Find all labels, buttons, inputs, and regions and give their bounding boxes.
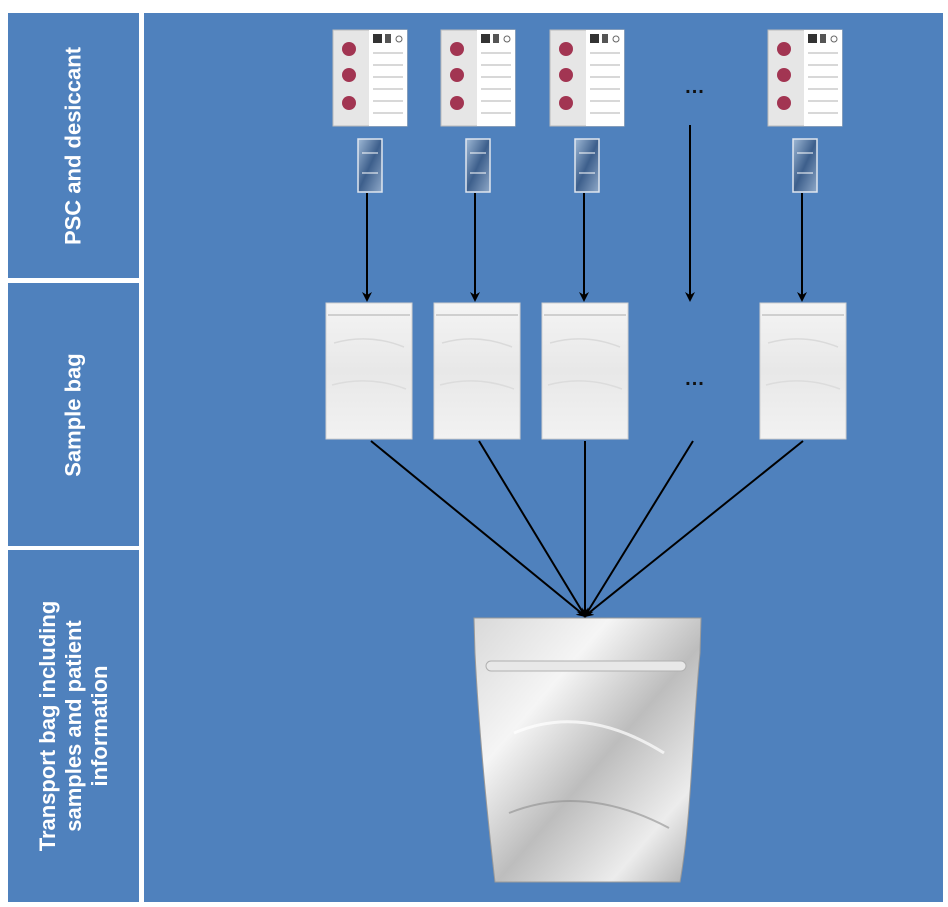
barcode-mark — [590, 34, 599, 43]
pouch-body — [473, 617, 702, 883]
card-label-area — [586, 30, 624, 126]
card-label-area — [477, 30, 515, 126]
blood-spot — [559, 42, 573, 56]
barcode-mark — [373, 34, 382, 43]
transport-bag-group — [473, 617, 702, 883]
card-label-area — [369, 30, 407, 126]
blood-spot — [777, 96, 791, 110]
bag-crease — [441, 338, 513, 348]
psc-row-label-panel: PSC and desiccant — [8, 13, 139, 278]
desiccant-group — [357, 138, 818, 193]
blood-spot — [777, 42, 791, 56]
desiccant-packet-icon — [357, 138, 383, 193]
desiccant-packet-icon — [792, 138, 818, 193]
blood-spot — [450, 96, 464, 110]
logo-mark — [503, 35, 511, 43]
diagram-panel: ... ... — [144, 13, 943, 902]
sample-bag-row-label: Sample bag — [60, 352, 86, 477]
blood-spot — [342, 68, 356, 82]
converging-arrow — [478, 440, 587, 618]
logo-mark — [830, 35, 838, 43]
bag-crease — [765, 380, 841, 390]
sample-card-icon — [767, 29, 843, 127]
transport-bag-row-label-panel: Transport bag including samples and pati… — [8, 550, 139, 902]
zip-bag-icon — [541, 302, 629, 440]
pouch-shadow — [508, 800, 670, 829]
bag-crease — [549, 338, 621, 348]
logo-mark — [612, 35, 620, 43]
zip-bag-icon — [433, 302, 521, 440]
barcode-mark — [385, 34, 391, 43]
bag-body — [541, 302, 629, 440]
barcode-mark — [808, 34, 817, 43]
sample-card-icon — [549, 29, 625, 127]
sample-bags-group — [325, 302, 847, 440]
bag-crease — [439, 380, 515, 390]
blood-spot — [342, 96, 356, 110]
desiccant-packet-icon — [574, 138, 600, 193]
bag-crease — [547, 380, 623, 390]
zip-bag-icon — [325, 302, 413, 440]
arrows-group — [362, 125, 807, 618]
converging-arrow — [583, 440, 694, 618]
pouch-zip — [485, 660, 687, 672]
logo-mark — [395, 35, 403, 43]
blood-spot — [342, 42, 356, 56]
desiccant-body — [574, 138, 600, 193]
transport-bag-row-label: Transport bag including samples and pati… — [34, 600, 112, 852]
barcode-mark — [493, 34, 499, 43]
sample-card-icon — [440, 29, 516, 127]
bag-crease — [331, 380, 407, 390]
psc-ellipsis: ... — [685, 76, 705, 98]
bag-body — [433, 302, 521, 440]
barcode-mark — [481, 34, 490, 43]
card-label-area — [804, 30, 842, 126]
desiccant-body — [357, 138, 383, 193]
barcode-mark — [602, 34, 608, 43]
sample-bag-row-label-panel: Sample bag — [8, 283, 139, 546]
converging-arrow — [370, 440, 587, 618]
blood-spot — [450, 42, 464, 56]
desiccant-body — [792, 138, 818, 193]
workflow-diagram: ... ... — [325, 29, 847, 883]
zip-bag-icon — [759, 302, 847, 440]
bag-crease — [333, 338, 405, 348]
sample-bag-ellipsis: ... — [685, 368, 705, 390]
foil-pouch-icon — [473, 617, 702, 883]
blood-spot — [559, 68, 573, 82]
psc-cards-group — [332, 29, 843, 127]
bag-crease — [767, 338, 839, 348]
bag-body — [759, 302, 847, 440]
blood-spot — [559, 96, 573, 110]
blood-spot — [450, 68, 464, 82]
blood-spot — [777, 68, 791, 82]
converging-arrow — [583, 440, 804, 618]
pouch-highlight — [513, 720, 665, 755]
desiccant-packet-icon — [465, 138, 491, 193]
sample-card-icon — [332, 29, 408, 127]
bag-body — [325, 302, 413, 440]
psc-row-label: PSC and desiccant — [60, 46, 86, 245]
barcode-mark — [820, 34, 826, 43]
desiccant-body — [465, 138, 491, 193]
